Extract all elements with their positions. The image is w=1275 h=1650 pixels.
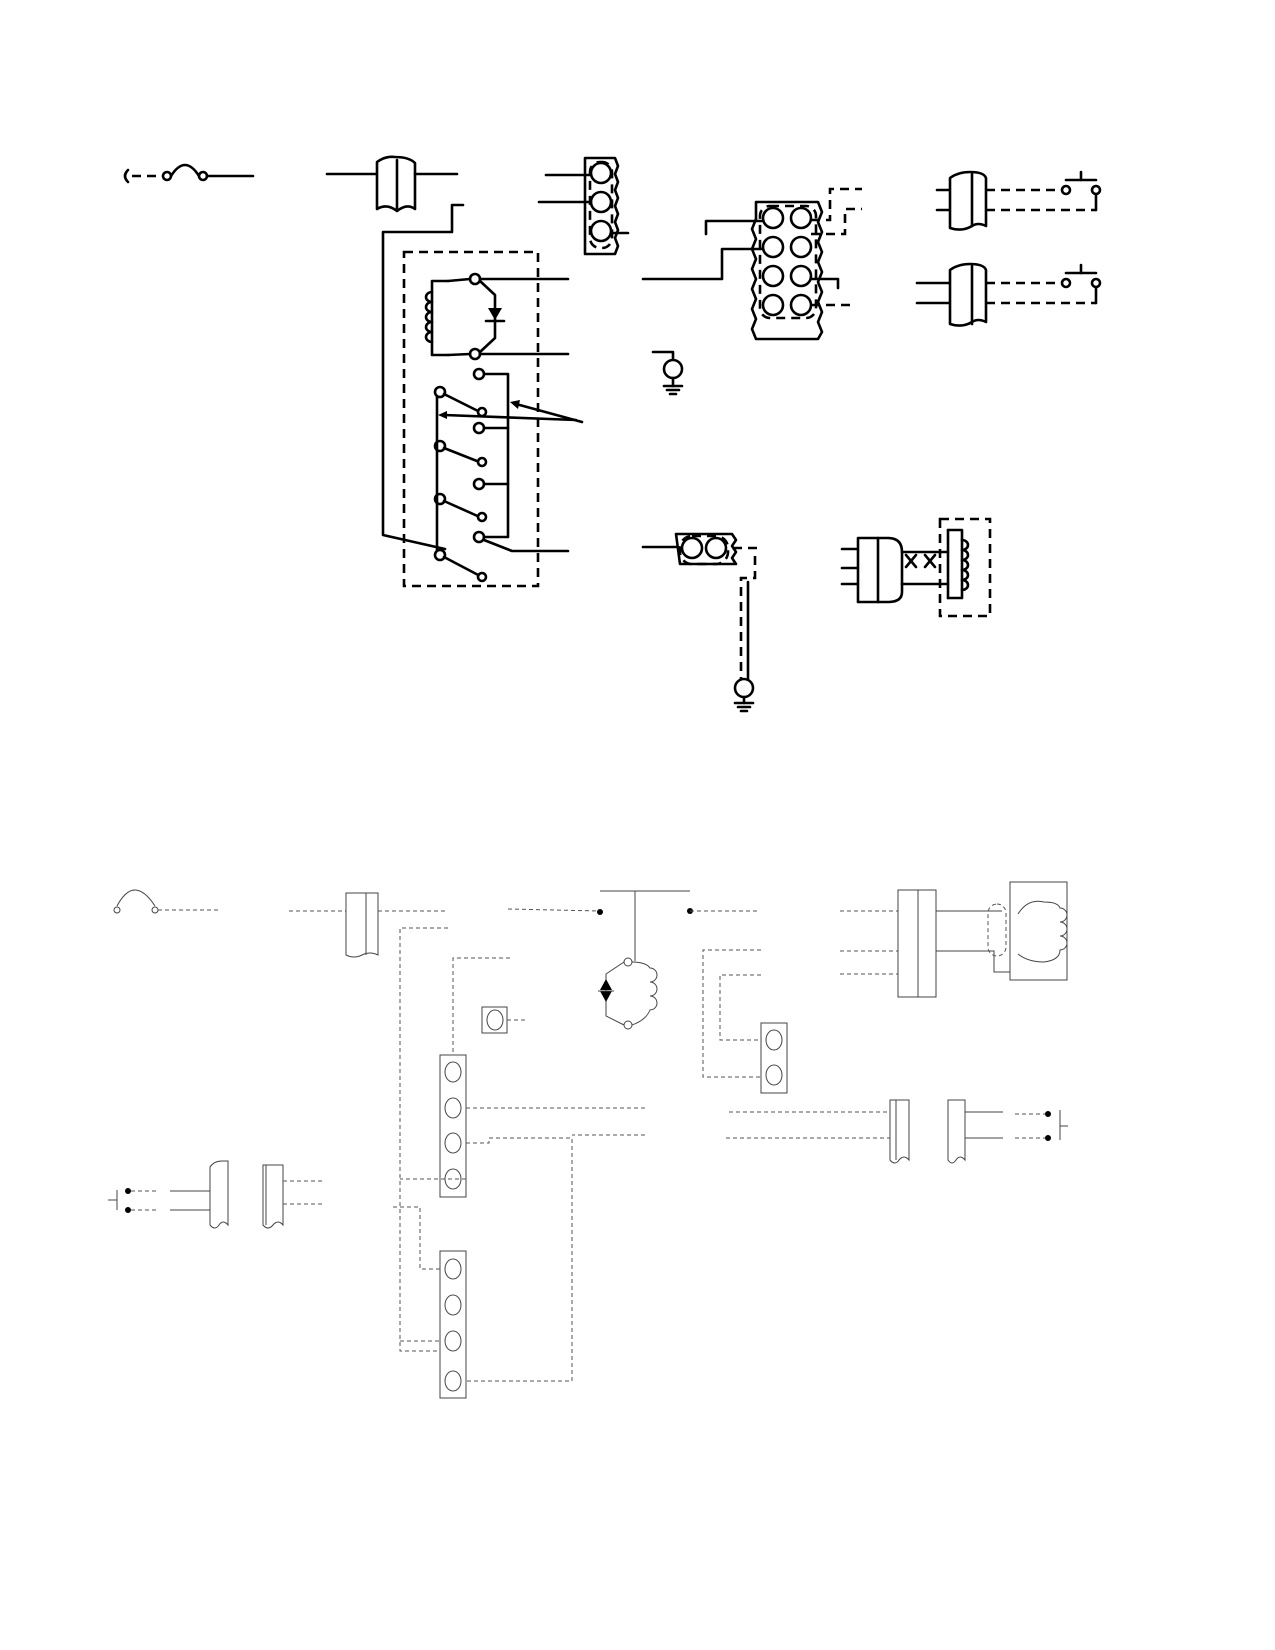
- upper-harness-connector: [325, 155, 465, 551]
- upper-fuse-symbol: [123, 163, 255, 184]
- lower-solenoid-connector: [840, 881, 1068, 998]
- lower-connector-block-4a: [400, 1054, 645, 1382]
- lower-switch-connector-pair: [889, 1099, 1068, 1164]
- lower-fuse-symbol: [113, 889, 218, 914]
- upper-schematic: [123, 155, 1102, 713]
- lower-connector-block-2: [702, 949, 890, 1139]
- upper-relay-with-coil-and-diode: [402, 250, 584, 588]
- lower-harness-connector: [289, 892, 601, 1352]
- upper-splice-connector: [641, 532, 760, 713]
- lower-left-switch-connector-pair: [108, 1160, 322, 1229]
- upper-connector-block-8: [641, 187, 862, 341]
- upper-solenoid-connector: [840, 517, 992, 618]
- upper-ground-symbol: [651, 350, 684, 396]
- upper-terminal-strip-3: [537, 156, 630, 256]
- upper-switch-connector-pair: [915, 170, 1102, 327]
- lower-connector-block-4b: [393, 1206, 467, 1399]
- lower-relay-with-coil-and-diode: [481, 890, 760, 1034]
- lower-schematic: [108, 881, 1068, 1399]
